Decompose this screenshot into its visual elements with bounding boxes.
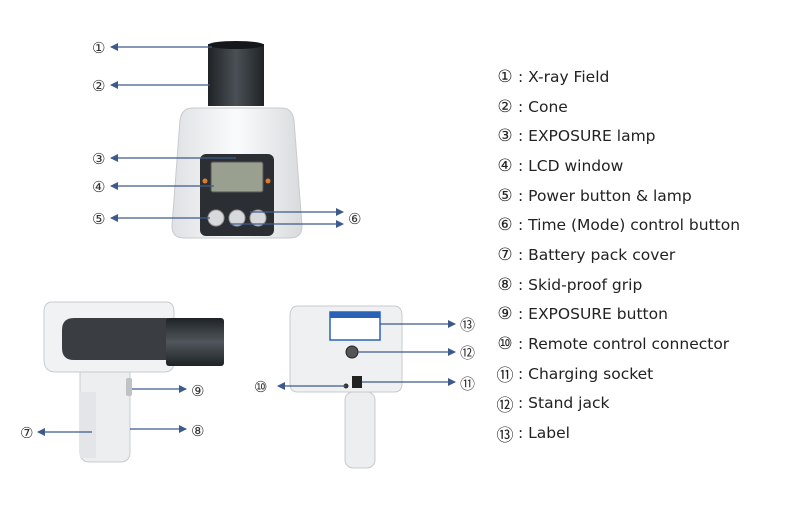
legend-number: ⑩	[497, 334, 513, 355]
legend-number: ⑦	[497, 244, 513, 265]
legend-item-charging-socket: ⑪: Charging socket	[494, 359, 784, 389]
legend-item-remote-control-connector: ⑩ : Remote control connector	[494, 329, 784, 359]
cone-opening	[208, 41, 264, 49]
back-view-device	[289, 305, 403, 469]
legend-item-label: ⑬: Label	[494, 418, 784, 448]
legend-label: : Skid-proof grip	[518, 275, 643, 294]
callout-arrows	[37, 43, 456, 436]
callout-1: ①	[92, 39, 105, 57]
radiation-icon-left	[202, 178, 208, 184]
power-button	[207, 209, 225, 227]
front-view-device	[171, 41, 303, 239]
legend-number: ③	[497, 126, 513, 147]
callout-4: ④	[92, 178, 105, 196]
time-mode-button	[228, 209, 246, 227]
legend-number: ⑤	[497, 185, 513, 206]
legend-item-power-button: ⑤ : Power button & lamp	[494, 181, 784, 211]
lcd-window	[210, 161, 264, 193]
callout-11: ⑪	[460, 375, 475, 393]
callout-10: ⑩	[254, 378, 267, 396]
legend-label: : Cone	[518, 97, 568, 116]
legend-label: : LCD window	[518, 156, 624, 175]
legend-item-exposure-button: ⑨ : EXPOSURE button	[494, 300, 784, 330]
legend-number: ⑬	[496, 425, 514, 446]
legend-label: : EXPOSURE lamp	[518, 127, 656, 146]
legend-number: ②	[497, 96, 513, 117]
legend-number: ⑪	[496, 366, 514, 387]
callout-5: ⑤	[92, 210, 105, 228]
legend-number: ⑥	[497, 215, 513, 236]
parts-legend: ①: X-ray Field ②: Cone ③: EXPOSURE lamp …	[494, 62, 784, 448]
stand-jack	[345, 345, 359, 359]
legend-label: : EXPOSURE button	[518, 305, 668, 324]
legend-label: : Charging socket	[518, 364, 654, 383]
legend-label: : Stand jack	[518, 394, 610, 413]
radiation-icon-right	[265, 178, 271, 184]
legend-item-lcd-window: ④ : LCD window	[494, 151, 784, 181]
legend-item-time-mode-button: ⑥ : Time (Mode) control button	[494, 210, 784, 240]
legend-item-battery-pack-cover: ⑦ : Battery pack cover	[494, 240, 784, 270]
side-dark-band	[62, 318, 168, 360]
exposure-lamp-button	[249, 209, 267, 227]
side-exposure-button	[126, 378, 132, 396]
side-view-device	[43, 301, 224, 463]
callout-2: ②	[92, 77, 105, 95]
callout-3: ③	[92, 150, 105, 168]
side-cone	[166, 318, 224, 366]
label-header	[330, 312, 380, 318]
legend-number: ⑨	[497, 304, 513, 325]
cone	[208, 44, 264, 106]
legend-label: : X-ray Field	[518, 67, 610, 86]
legend-item-exposure-lamp: ③ : EXPOSURE lamp	[494, 121, 784, 151]
legend-item-cone: ② : Cone	[494, 92, 784, 122]
legend-item-skid-proof-grip: ⑧ : Skid-proof grip	[494, 270, 784, 300]
legend-label: : Battery pack cover	[518, 245, 676, 264]
callout-numbers: ① ② ③ ④ ⑤ ⑥ ⑦ ⑧ ⑨ ⑩ ⑪ ⑫ ⑬	[20, 39, 475, 442]
legend-number: ①	[497, 66, 513, 87]
callout-8: ⑧	[191, 422, 204, 440]
callout-7: ⑦	[20, 424, 33, 442]
legend-item-x-ray-field: ① : X-ray Field	[494, 62, 784, 92]
legend-label: : Power button & lamp	[518, 186, 692, 205]
charging-socket	[352, 376, 362, 388]
callout-6: ⑥	[348, 210, 361, 228]
callout-12: ⑫	[460, 344, 475, 362]
legend-label: : Remote control connector	[518, 335, 730, 354]
legend-label: : Time (Mode) control button	[518, 216, 741, 235]
legend-number: ⑧	[497, 274, 513, 295]
legend-label: : Label	[518, 424, 570, 443]
back-grip	[344, 391, 376, 469]
callout-9: ⑨	[191, 382, 204, 400]
side-battery-cover	[80, 392, 96, 458]
callout-13: ⑬	[460, 316, 475, 334]
legend-number: ⑫	[496, 395, 514, 416]
legend-item-stand-jack: ⑫: Stand jack	[494, 389, 784, 419]
legend-number: ④	[497, 155, 513, 176]
